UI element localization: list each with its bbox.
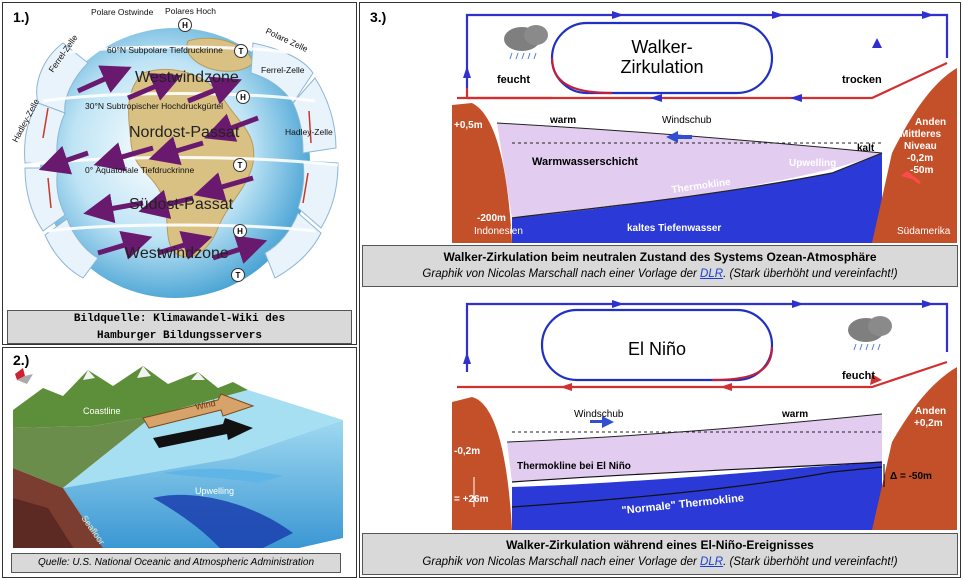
- svg-text:= +26m: = +26m: [454, 494, 489, 505]
- caption-line-1: Bildquelle: Klimawandel-Wiki des: [73, 313, 286, 325]
- compass-icon: [15, 368, 33, 384]
- svg-text:Westwindzone: Westwindzone: [125, 245, 229, 262]
- land-mountains: [13, 366, 248, 428]
- caption-line-2: Hamburger Bildungsservers: [96, 330, 263, 342]
- caption-text: Quelle: U.S. National Oceanic and Atmosp…: [37, 557, 315, 568]
- caption-neutral-source: Graphik von Nicolas Marschall nach einer…: [422, 268, 898, 280]
- panel-number-2: 2.): [13, 352, 30, 368]
- svg-text:Südamerika: Südamerika: [897, 226, 951, 237]
- upwelling-diagram: Coastline Wind Upwelling Seafloor: [13, 366, 343, 548]
- indonesia-landmass: [452, 103, 512, 243]
- svg-text:Anden: Anden: [915, 406, 946, 417]
- svg-text:Westwindzone: Westwindzone: [135, 69, 239, 86]
- svg-text:Thermokline bei El Niño: Thermokline bei El Niño: [517, 461, 631, 472]
- dlr-link-2[interactable]: DLR: [700, 556, 724, 568]
- panel-number-3: 3.): [370, 9, 387, 25]
- rain-cloud-icon: [504, 25, 548, 60]
- svg-text:Windschub: Windschub: [662, 115, 712, 126]
- andes-landmass: [872, 68, 957, 243]
- globe-diagram: Polare Ostwinde Polares Hoch Polare Zell…: [10, 6, 339, 298]
- svg-text:Mittleres: Mittleres: [900, 129, 942, 140]
- svg-text:+0,5m: +0,5m: [454, 120, 483, 131]
- svg-text:trocken: trocken: [842, 74, 882, 86]
- panel1-caption: Bildquelle: Klimawandel-Wiki des Hamburg…: [7, 310, 352, 344]
- caption-neutral-title: Walker-Zirkulation beim neutralen Zustan…: [443, 250, 877, 264]
- walker-loop-lower: [467, 62, 948, 100]
- panel-walker-circulation: 3.) Walker- Zirkulation: [359, 2, 961, 578]
- caption-elnino-source: Graphik von Nicolas Marschall nach einer…: [422, 556, 898, 568]
- panel-coastal-upwelling: 2.) Coastline Wind Upwelling: [2, 347, 357, 578]
- svg-text:feucht: feucht: [497, 74, 530, 86]
- svg-text:-0,2m: -0,2m: [454, 446, 480, 457]
- current-arrow: [153, 418, 253, 448]
- dlr-link-1[interactable]: DLR: [700, 268, 724, 280]
- walker-loop-upper: [465, 13, 949, 88]
- svg-text:Südost-Passat: Südost-Passat: [129, 196, 234, 213]
- svg-text:-50m: -50m: [910, 165, 933, 176]
- svg-text:-0,2m: -0,2m: [907, 153, 933, 164]
- svg-text:Hadley-Zelle: Hadley-Zelle: [285, 127, 333, 137]
- caption-neutral: Walker-Zirkulation beim neutralen Zustan…: [362, 245, 958, 287]
- warm-water-layer: [497, 123, 882, 218]
- deep-water: [512, 153, 882, 243]
- svg-text:Niveau: Niveau: [904, 141, 937, 152]
- svg-text:feucht: feucht: [842, 370, 875, 382]
- svg-text:El Niño: El Niño: [628, 339, 686, 359]
- svg-text:Polares Hoch: Polares Hoch: [165, 6, 216, 16]
- svg-text:Walker-: Walker-: [631, 37, 692, 57]
- cells-left: [24, 42, 99, 279]
- svg-text:Windschub: Windschub: [574, 409, 624, 420]
- panel-global-circulation: 1.): [2, 2, 357, 345]
- panel-number-1: 1.): [13, 9, 30, 25]
- svg-text:Indonesien: Indonesien: [474, 226, 523, 237]
- svg-text:H: H: [182, 21, 188, 30]
- svg-text:Polare Ostwinde: Polare Ostwinde: [91, 7, 154, 17]
- ocean-body: [63, 420, 343, 548]
- wind-arrows: [38, 65, 268, 264]
- svg-text:T: T: [238, 161, 243, 170]
- svg-text:Upwelling: Upwelling: [195, 486, 234, 496]
- svg-text:kalt: kalt: [857, 143, 875, 154]
- svg-text:warm: warm: [549, 115, 576, 126]
- walker-elnino-diagram: El Niño feucht Windschub warm Anden +0,2…: [452, 300, 957, 530]
- caption-elnino-title: Walker-Zirkulation während eines El-Niño…: [506, 538, 814, 552]
- panel2-caption: Quelle: U.S. National Oceanic and Atmosp…: [11, 553, 341, 573]
- thermocline-line: [511, 152, 883, 219]
- caption-elnino: Walker-Zirkulation während eines El-Niño…: [362, 533, 958, 575]
- svg-text:T: T: [236, 271, 241, 280]
- svg-text:Coastline: Coastline: [83, 406, 121, 416]
- rain-cloud-icon: [848, 316, 892, 351]
- svg-text:Warmwasserschicht: Warmwasserschicht: [532, 156, 638, 168]
- svg-text:T: T: [239, 47, 244, 56]
- svg-text:Δ = -50m: Δ = -50m: [890, 471, 932, 482]
- ocean-surface: [63, 390, 343, 488]
- wind-arrow: [142, 393, 255, 429]
- svg-text:Wind: Wind: [194, 398, 216, 412]
- svg-text:-200m: -200m: [477, 213, 506, 224]
- svg-text:60°N Subpolare Tiefdruckrinne: 60°N Subpolare Tiefdruckrinne: [107, 45, 223, 55]
- svg-text:Nordost-Passat: Nordost-Passat: [129, 124, 240, 141]
- svg-text:kaltes Tiefenwasser: kaltes Tiefenwasser: [627, 223, 721, 234]
- svg-text:H: H: [240, 93, 246, 102]
- svg-text:warm: warm: [781, 409, 808, 420]
- svg-text:H: H: [237, 227, 243, 236]
- svg-text:30°N Subtropischer Hochdruckgü: 30°N Subtropischer Hochdruckgürtel: [85, 101, 223, 111]
- svg-text:Anden: Anden: [915, 117, 946, 128]
- upwelling-plume: [153, 494, 293, 548]
- svg-text:Upwelling: Upwelling: [789, 158, 836, 169]
- normal-thermocline: [511, 466, 883, 508]
- walker-neutral-diagram: Walker- Zirkulation feucht trocken +0,5m…: [452, 11, 957, 243]
- svg-text:0° Äquatoriale Tiefdruckrinne: 0° Äquatoriale Tiefdruckrinne: [85, 165, 195, 175]
- svg-text:+0,2m: +0,2m: [914, 418, 943, 429]
- elnino-thermocline: [511, 461, 883, 483]
- svg-text:Zirkulation: Zirkulation: [620, 57, 703, 77]
- svg-text:Ferrel-Zelle: Ferrel-Zelle: [261, 65, 305, 75]
